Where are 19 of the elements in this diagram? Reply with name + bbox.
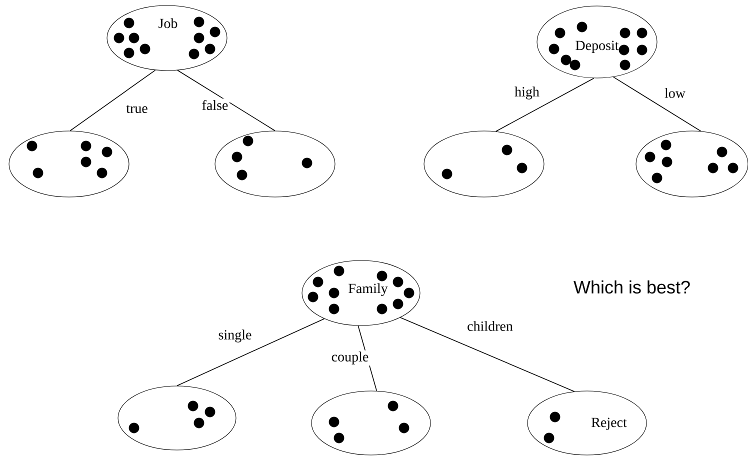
leaf-ellipse <box>311 390 431 456</box>
edge-label: single <box>216 328 254 344</box>
edge-label: high <box>513 85 541 101</box>
edge-label: true <box>124 104 150 114</box>
edge-label: children <box>466 320 514 332</box>
branch-line <box>177 70 276 132</box>
leaf-ellipse <box>424 130 544 198</box>
branch-line <box>176 318 325 386</box>
branch-line <box>400 317 575 392</box>
leaf-ellipse <box>8 130 130 198</box>
branch-line <box>70 70 156 132</box>
branch-line <box>612 76 702 132</box>
leaf-ellipse <box>214 130 336 198</box>
leaf-ellipse <box>118 386 236 450</box>
edge-label: low <box>663 86 687 100</box>
edge-label: false <box>200 98 230 112</box>
edge-label: couple <box>330 350 370 366</box>
question-text: Which is best? <box>574 280 690 294</box>
branch-line <box>495 78 594 132</box>
